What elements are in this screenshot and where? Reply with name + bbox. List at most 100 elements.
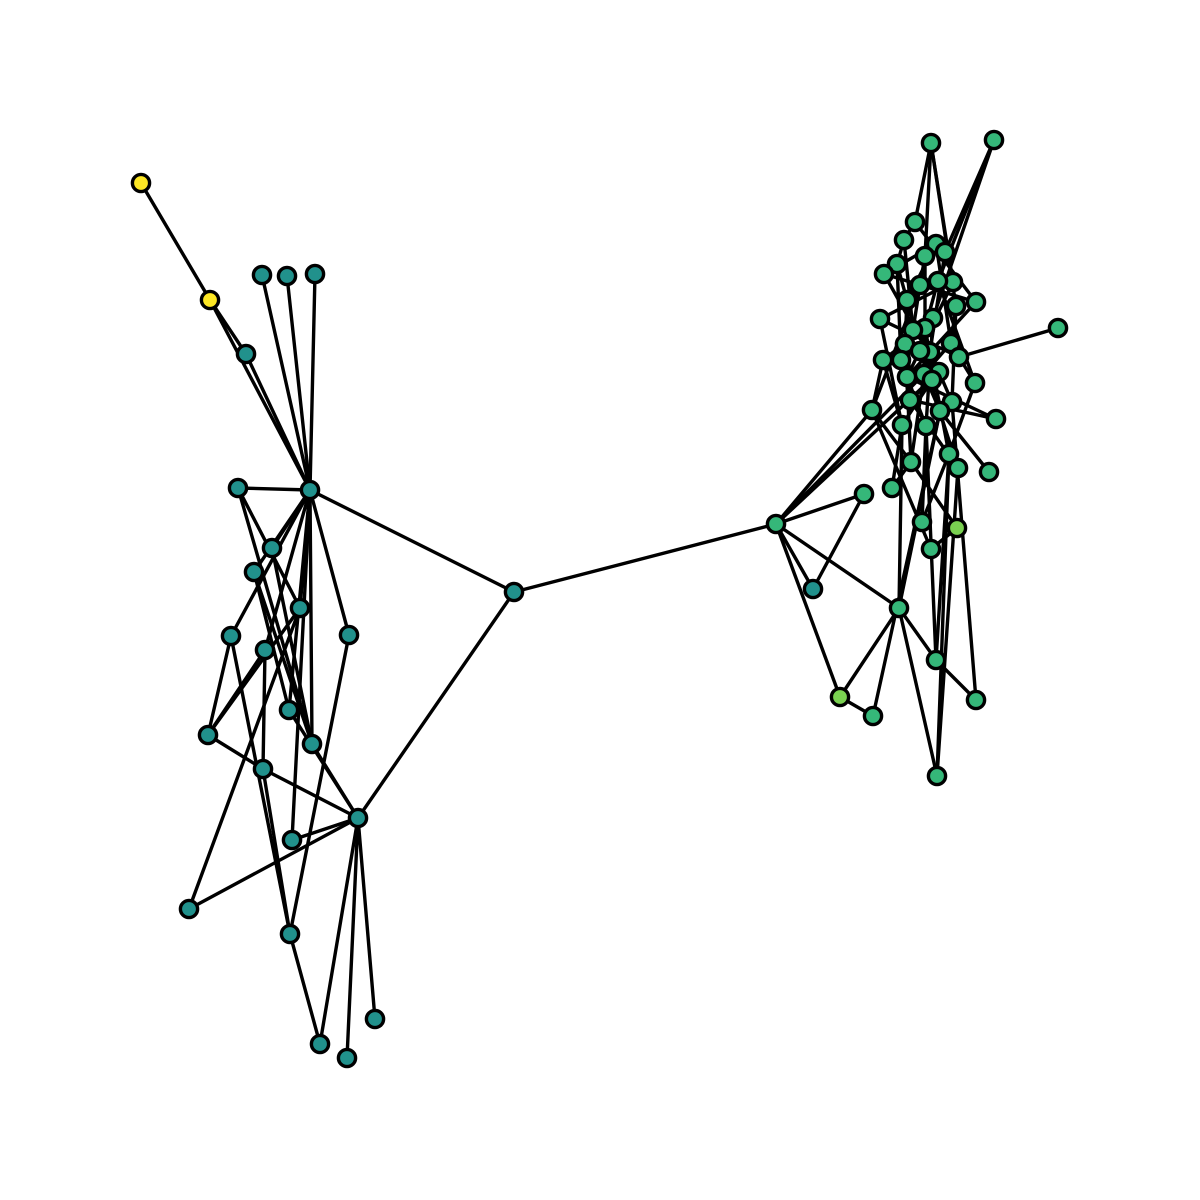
graph-node-r-top-1 [920,132,942,154]
graph-node-lu-7 [289,597,311,619]
graph-node-r-b-2 [862,705,884,727]
graph-node-ll-1 [252,758,274,780]
graph-node-r-b-1 [853,483,875,505]
graph-node-r-b-8 [911,511,933,533]
graph-node-r-c-29 [964,372,986,394]
graph-edge [897,423,904,610]
graph-node-r-c-37 [900,451,922,473]
graph-node-ll-4 [309,1033,331,1055]
graph-node-hub-left-lower [347,807,369,829]
graph-node-r-c-4 [934,241,956,263]
graph-edge [512,522,778,594]
graph-edge [290,816,360,842]
graph-edge [318,816,360,1046]
graph-node-ll-2 [279,923,301,945]
graph-edge [261,767,360,820]
graph-edge [285,274,312,492]
graph-node-r-b-5 [925,649,947,671]
graph-edge [288,633,351,936]
graph-node-r-c-21 [909,340,931,362]
graph-node-hub-left-upper [299,479,321,501]
graph-edge [838,606,901,699]
graph-node-r-c-31 [899,389,921,411]
graph-edge [261,767,292,936]
graph-edge [308,488,516,594]
graph-node-lu-11 [197,724,219,746]
graph-node-ll-3 [178,898,200,920]
graph-node-ll-5 [336,1047,358,1069]
graph-edge [774,522,815,591]
graph-edge [288,932,322,1046]
graph-node-lu-top-2 [276,265,298,287]
graph-node-r-c-28 [921,369,943,391]
graph-edge [345,816,360,1060]
graph-node-r-out-1 [1047,317,1069,339]
graph-edge [252,570,291,712]
graph-node-r-lime-2 [946,517,968,539]
graph-edge [881,358,904,427]
graph-node-r-c-34 [915,415,937,437]
graph-node-lu-top-1 [251,264,273,286]
graph-node-lu-3 [261,537,283,559]
graph-edge [236,486,312,492]
graph-edge [308,488,314,746]
graph-node-r-c-11 [896,289,918,311]
graph-edge [229,488,312,638]
graph-node-r-c-7 [873,263,895,285]
graph-edge [308,272,317,492]
graph-node-lu-10 [338,624,360,646]
graph-edge [774,522,842,699]
graph-node-r-c-15 [869,308,891,330]
graph-node-r-c-9 [927,270,949,292]
graph-edge [902,238,915,332]
graph-node-r-b-7 [965,689,987,711]
graph-edge [308,488,351,637]
graph-edge [897,606,939,778]
graph-edge [244,352,312,492]
graph-node-lu-9 [301,733,323,755]
graph-node-r-c-23 [872,349,894,371]
graph-edge [934,452,951,662]
graph-node-lu-8 [278,699,300,721]
graph-edge [260,273,312,492]
graph-node-r-c-6 [886,253,908,275]
graph-edge [206,634,233,737]
graph-edge [187,816,360,911]
graph-edge [206,733,265,771]
graph-node-hub-right [765,513,787,535]
graph-edge [938,409,991,474]
graph-node-r-b-4 [888,597,910,619]
graph-edge [870,408,913,464]
graph-node-r-c-22 [948,346,970,368]
graph-edge [236,486,314,746]
graph-node-lu-5 [220,625,242,647]
graph-edge [811,492,866,591]
graph-node-r-teal-1 [802,578,824,600]
graph-node-r-c-1 [904,211,926,233]
graph-node-r-b-9 [881,477,903,499]
graph-node-hub-center [503,581,525,603]
graph-edge [920,452,951,524]
graph-edge [774,492,866,526]
graph-node-r-b-6 [926,765,948,787]
graph-edge [252,488,312,574]
node-layer [130,129,1069,1069]
graph-edge [920,424,928,524]
graph-node-ll-6 [364,1008,386,1030]
graph-edge [356,816,377,1021]
graph-edge [890,423,904,490]
graph-edge [270,546,314,746]
graph-node-r-c-2 [893,229,915,251]
graph-edge [356,590,516,820]
graph-edge [774,522,901,610]
graph-node-r-c-5 [914,245,936,267]
graph-node-r-c-13 [965,291,987,313]
graph-node-r-c-24 [890,349,912,371]
graph-edge [290,488,312,842]
graph-node-r-c-35 [891,414,913,436]
graph-edge [957,326,1060,359]
graph-edge [897,606,938,662]
graph-node-r-out-2 [985,408,1007,430]
